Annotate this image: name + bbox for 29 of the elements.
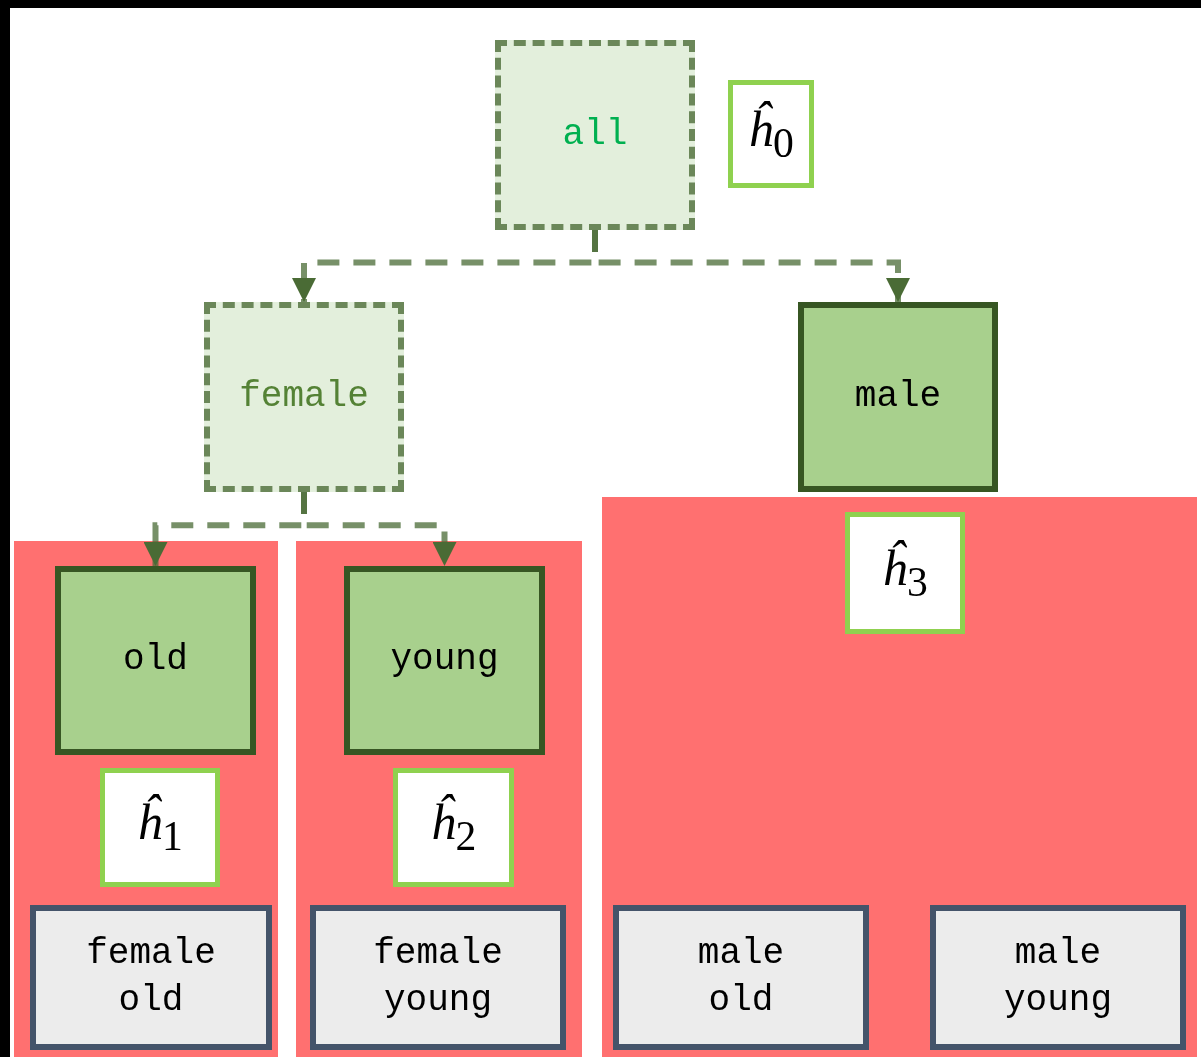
estimate-box bbox=[100, 768, 220, 887]
subgroup-box bbox=[30, 905, 272, 1050]
subgroup-panel bbox=[14, 541, 278, 1057]
dashed-group-box bbox=[204, 302, 404, 492]
node-label: male old bbox=[696, 931, 786, 1023]
node-label: female young bbox=[372, 931, 504, 1023]
subgroup-panel bbox=[296, 541, 582, 1057]
node-label: old bbox=[123, 638, 188, 683]
estimate-box bbox=[845, 512, 965, 634]
node-label: male young bbox=[1003, 931, 1113, 1023]
estimate-label: ĥ$_{3}$ bbox=[882, 542, 928, 604]
subgroup-box bbox=[310, 905, 566, 1050]
tree-arrow bbox=[301, 492, 457, 566]
leaf-box bbox=[344, 566, 545, 755]
subgroup-box bbox=[930, 905, 1186, 1050]
estimate-box bbox=[728, 80, 814, 188]
subgroup-box bbox=[613, 905, 869, 1050]
node-label: female old bbox=[85, 931, 217, 1023]
estimate-box bbox=[393, 768, 514, 887]
estimate-label: ĥ$_{0}$ bbox=[748, 103, 794, 165]
node-label: young bbox=[390, 638, 499, 683]
node-label: all bbox=[562, 112, 628, 157]
node-label: female bbox=[239, 374, 369, 419]
subgroup-panel bbox=[602, 497, 1197, 1057]
node-label: male bbox=[854, 374, 942, 419]
tree-arrow bbox=[592, 230, 910, 302]
leaf-box bbox=[55, 566, 256, 755]
leaf-box bbox=[798, 302, 998, 492]
dashed-group-box bbox=[495, 40, 695, 230]
